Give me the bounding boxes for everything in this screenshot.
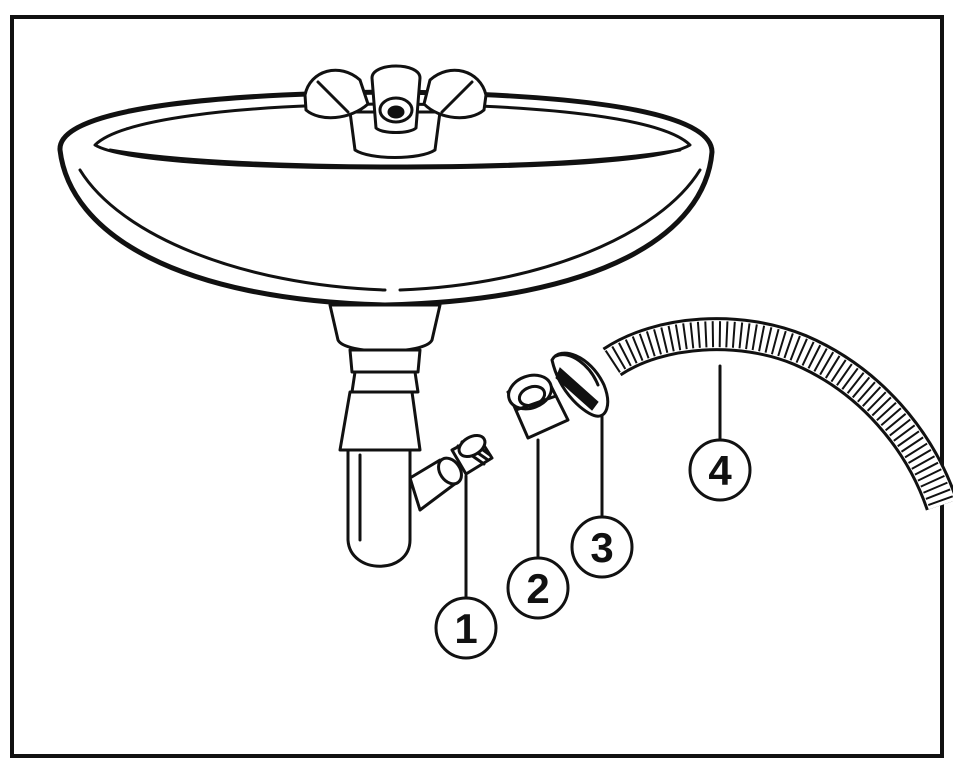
callout-2: 2 bbox=[506, 556, 570, 620]
callout-2-label: 2 bbox=[526, 565, 549, 612]
part-1-adaptor bbox=[450, 434, 494, 600]
callout-1: 1 bbox=[434, 596, 498, 660]
part-2-union-nut bbox=[506, 373, 570, 562]
washbasin bbox=[57, 64, 715, 308]
faucet bbox=[303, 64, 488, 159]
part-3-hose-clip bbox=[550, 351, 610, 520]
part-4-drain-hose bbox=[602, 317, 953, 511]
siphon-trap bbox=[328, 303, 463, 568]
callout-4: 4 bbox=[688, 438, 752, 502]
callout-3-label: 3 bbox=[590, 524, 613, 571]
callout-4-label: 4 bbox=[708, 447, 732, 494]
callout-1-label: 1 bbox=[454, 605, 477, 652]
callout-3: 3 bbox=[570, 515, 634, 579]
